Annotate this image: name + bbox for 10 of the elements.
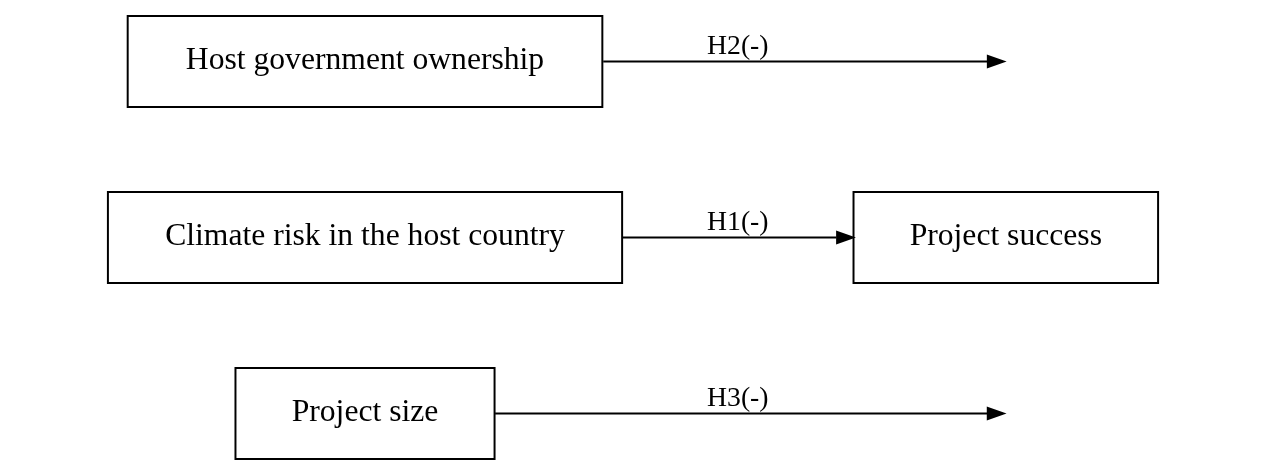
arrow [493, 406, 1007, 421]
node-box: Climate risk in the host country [106, 191, 623, 284]
node-box: Project size [234, 367, 496, 460]
edge-label: H2(-) [706, 28, 769, 60]
node-box: Host government ownership [126, 15, 603, 108]
edge-label: H1(-) [706, 204, 769, 236]
edge-label: H3(-) [706, 381, 769, 412]
node-box: Project success [852, 191, 1159, 284]
arrow [601, 54, 1007, 69]
arrow [620, 230, 856, 245]
